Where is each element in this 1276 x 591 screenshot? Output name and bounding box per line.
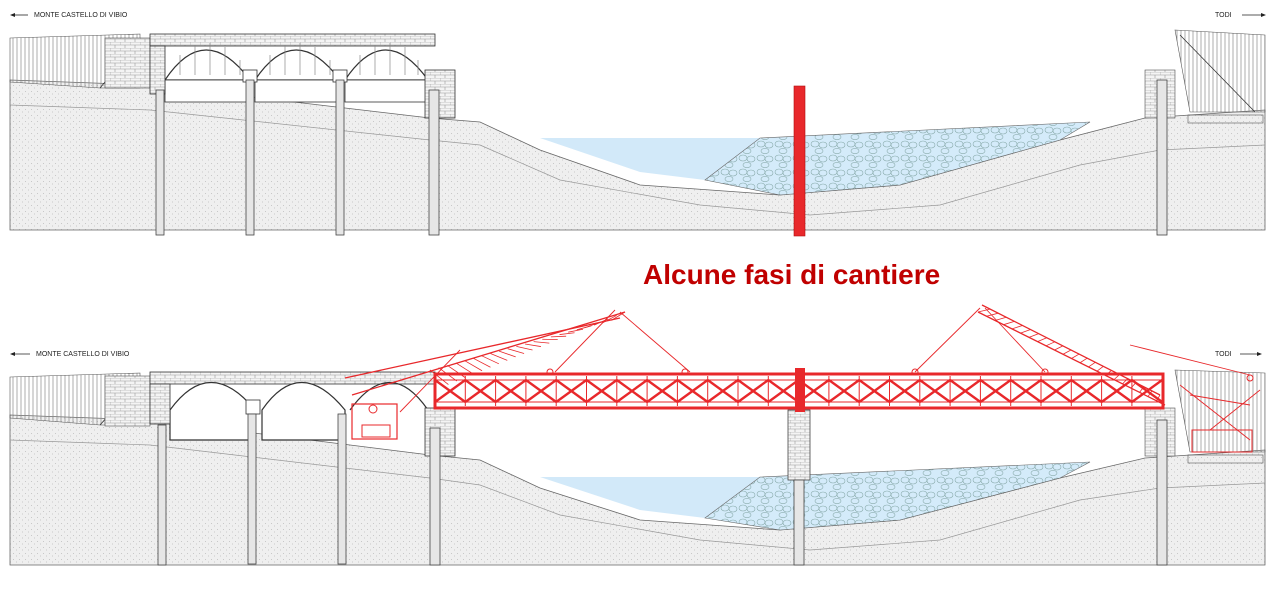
top-right-embankment-diag: [1179, 34, 1256, 113]
top-red-marker: [793, 85, 806, 237]
top-panel: MONTE CASTELLO DI VIBIO TODI: [9, 12, 1266, 237]
steel-truss: [433, 368, 1165, 412]
top-left-direction: MONTE CASTELLO DI VIBIO: [10, 12, 128, 19]
bottom-ground-lower-line: [9, 439, 1266, 551]
top-left-abutment: [104, 37, 151, 89]
bottom-left-abutment: [104, 375, 151, 427]
top-river-water: [540, 138, 760, 180]
top-right-label: TODI: [1215, 12, 1232, 19]
bottom-river-water: [540, 477, 760, 518]
top-right-direction: TODI: [1215, 12, 1266, 19]
bottom-panel: MONTE CASTELLO DI VIBIO TODI: [9, 304, 1266, 566]
bottom-right-footing: [1187, 454, 1264, 464]
bottom-left-direction: MONTE CASTELLO DI VIBIO: [10, 351, 130, 358]
bottom-right-label: TODI: [1215, 351, 1232, 358]
arrow-right-head: [1257, 352, 1262, 356]
bottom-left-label: MONTE CASTELLO DI VIBIO: [36, 351, 130, 358]
arrow-left-head: [10, 352, 15, 356]
arrow-left-head: [10, 13, 15, 17]
arrow-right-head: [1261, 13, 1266, 17]
top-right-footing: [1187, 114, 1264, 124]
left-crane: [344, 309, 691, 440]
bottom-central-pier: [787, 409, 811, 481]
bottom-right-embankment: [1174, 369, 1266, 453]
bottom-right-direction: TODI: [1215, 351, 1262, 358]
bottom-piles: [157, 413, 1168, 566]
top-left-label: MONTE CASTELLO DI VIBIO: [34, 12, 128, 19]
right-crane: [911, 304, 1261, 453]
top-right-embankment: [1174, 29, 1266, 113]
drawing-title: Alcune fasi di cantiere: [643, 259, 940, 290]
bottom-arch-viaduct: [149, 371, 456, 457]
top-arch-viaduct: [149, 33, 456, 119]
top-piles: [155, 79, 1168, 236]
